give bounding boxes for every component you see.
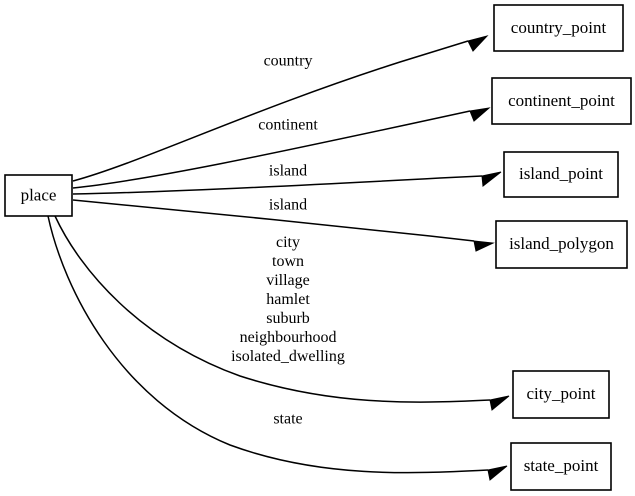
node-continent_point[interactable]: continent_point — [491, 77, 632, 125]
edge-label-city-line: city — [276, 234, 300, 251]
arrowhead-island-polygon — [473, 240, 495, 252]
edge-path-island-point — [72, 175, 483, 195]
arrowhead-country — [467, 35, 489, 52]
edge-path-state — [47, 215, 489, 474]
arrowhead-state — [487, 465, 508, 481]
edge-label-continent: continent — [258, 117, 318, 134]
edge-place-to-state_point[interactable] — [47, 215, 508, 481]
edge-label-state: state — [273, 411, 302, 428]
edge-label-island-polygon: island — [269, 197, 307, 214]
node-state_point-box — [510, 442, 612, 491]
edge-label-city-line: town — [272, 253, 304, 270]
edge-path-city — [54, 215, 491, 403]
edge-label-city-line: neighbourhood — [240, 329, 337, 346]
node-state_point[interactable]: state_point — [510, 442, 612, 491]
edge-path-country — [72, 40, 469, 182]
arrowhead-continent — [469, 107, 491, 122]
node-country_point-label: country_point — [511, 18, 607, 37]
node-island_point-box — [503, 151, 619, 198]
node-island_polygon-label: island_polygon — [509, 234, 614, 253]
node-city_point-label: city_point — [527, 384, 596, 403]
node-continent_point-label: continent_point — [508, 91, 615, 110]
node-country_point[interactable]: country_point — [493, 4, 624, 52]
node-continent_point-box — [491, 77, 632, 125]
node-place[interactable]: place — [4, 174, 73, 217]
node-island_point-label: island_point — [519, 164, 603, 183]
node-place-box — [4, 174, 73, 217]
node-city_point-box — [512, 370, 610, 419]
arrowhead-island-point — [481, 171, 502, 187]
arrowhead-city — [489, 395, 510, 411]
edge-place-to-city_point[interactable] — [54, 215, 510, 411]
edge-label-city-line: village — [266, 272, 310, 289]
node-island_polygon-box — [495, 220, 628, 269]
node-country_point-box — [493, 4, 624, 52]
edge-label-city-line: suburb — [266, 310, 310, 327]
edge-path-island-polygon — [72, 199, 475, 242]
node-island_point[interactable]: island_point — [503, 151, 619, 198]
edge-path-continent — [72, 110, 471, 189]
edge-label-city-multiline: city town village hamlet suburb neighbourhood… — [231, 234, 345, 365]
node-state_point-label: state_point — [524, 456, 599, 475]
node-island_polygon[interactable]: island_polygon — [495, 220, 628, 269]
edge-place-to-island_polygon[interactable] — [72, 199, 495, 252]
edge-place-to-island_point[interactable] — [72, 171, 502, 195]
edge-place-to-country_point[interactable] — [72, 35, 489, 182]
edge-label-city-line: isolated_dwelling — [231, 348, 345, 365]
edge-label-island-point: island — [269, 163, 307, 180]
edge-place-to-continent_point[interactable] — [72, 107, 491, 189]
node-place-label: place — [21, 185, 57, 204]
edge-label-country: country — [264, 53, 313, 70]
edge-label-city-line: hamlet — [266, 291, 310, 308]
node-city_point[interactable]: city_point — [512, 370, 610, 419]
